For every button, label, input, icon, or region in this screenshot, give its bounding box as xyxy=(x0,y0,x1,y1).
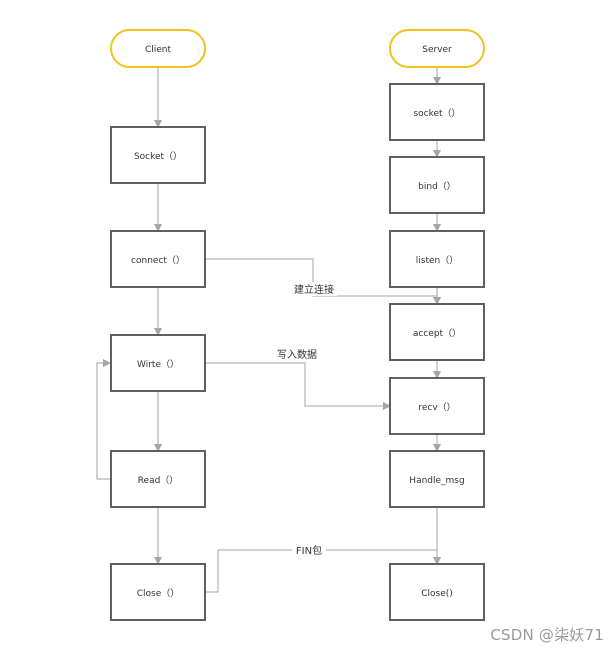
client-start-node: Client xyxy=(110,29,206,68)
server-bind-node: bind（） xyxy=(389,156,485,214)
client-connect-node: connect（） xyxy=(110,230,206,288)
server-accept-node: accept（） xyxy=(389,303,485,361)
client-close-label: Close（） xyxy=(137,588,180,599)
server-recv-label: recv（） xyxy=(418,402,455,413)
client-write-node: Wirte（） xyxy=(110,334,206,392)
server-close-label: Close() xyxy=(421,589,453,599)
csdn-watermark: CSDN @柒妖71 xyxy=(490,626,604,644)
server-socket-node: socket（） xyxy=(389,83,485,141)
server-close-node: Close() xyxy=(389,563,485,621)
client-connect-label: connect（） xyxy=(131,255,185,266)
server-accept-label: accept（） xyxy=(413,328,461,339)
client-socket-label: Socket（） xyxy=(134,151,182,162)
server-start-label: Server xyxy=(422,45,452,55)
client-column: Client Socket（） connect（） Wirte（） Read（）… xyxy=(110,29,206,621)
arrow-close-fin-to-server xyxy=(205,549,441,593)
arrow-client-read-loop-to-write xyxy=(96,359,111,480)
server-start-node: Server xyxy=(389,29,485,68)
label-write-data: 写入数据 xyxy=(277,348,317,361)
server-socket-label: socket（） xyxy=(413,108,460,119)
server-handle-label: Handle_msg xyxy=(409,476,464,486)
connector-labels: 建立连接 写入数据 FIN包 xyxy=(277,282,337,557)
label-bg-fin xyxy=(292,544,326,557)
client-close-node: Close（） xyxy=(110,563,206,621)
server-bind-label: bind（） xyxy=(418,181,456,192)
arrow-write-to-recv xyxy=(205,362,391,410)
server-handle-node: Handle_msg xyxy=(389,450,485,508)
label-fin: FIN包 xyxy=(296,544,322,557)
client-read-label: Read（） xyxy=(138,475,179,486)
label-connect: 建立连接 xyxy=(294,283,334,296)
client-read-node: Read（） xyxy=(110,450,206,508)
server-recv-node: recv（） xyxy=(389,377,485,435)
client-start-label: Client xyxy=(145,45,172,55)
server-listen-node: listen（） xyxy=(389,230,485,288)
client-socket-node: Socket（） xyxy=(110,126,206,184)
server-column: Server socket（） bind（） listen（） accept（）… xyxy=(389,29,485,621)
server-listen-label: listen（） xyxy=(416,255,458,266)
client-write-label: Wirte（） xyxy=(137,359,179,370)
label-bg-connect xyxy=(291,282,337,296)
